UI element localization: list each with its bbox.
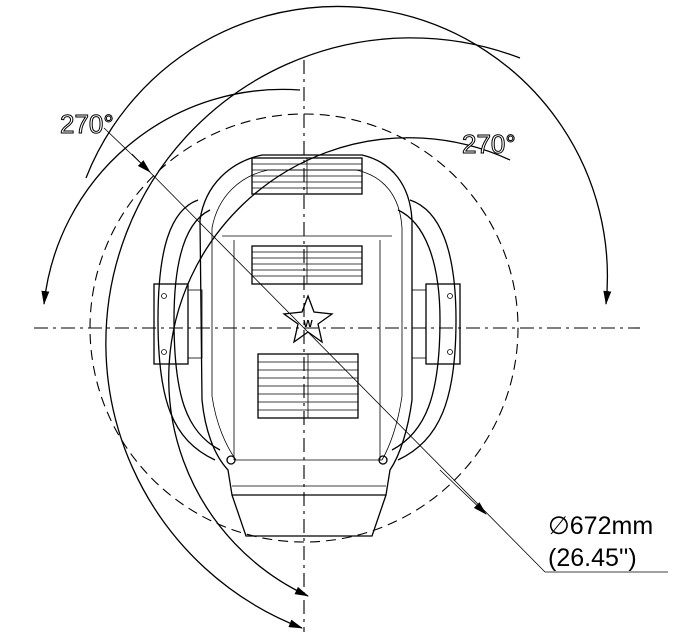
center-lines xyxy=(34,60,640,632)
logo-letter: W xyxy=(303,319,313,330)
head-inner-outline xyxy=(211,169,403,461)
rotation-circles xyxy=(89,113,519,543)
left-yoke-inner xyxy=(173,209,221,451)
rotation-arcs xyxy=(41,5,612,629)
diameter-inches-label: (26.45'') xyxy=(548,544,637,572)
right-yoke-outer xyxy=(397,199,457,461)
outer-arc-left xyxy=(105,37,521,629)
logo-star-icon xyxy=(282,294,334,344)
right-yoke-inner xyxy=(391,209,441,451)
left-yoke-outer xyxy=(157,199,216,461)
arc-to-bottom-arrow xyxy=(168,137,511,597)
arc-to-right-arrow xyxy=(85,5,612,305)
inner-dashed-circle xyxy=(89,113,519,543)
rotation-label-left: 270° xyxy=(60,109,114,139)
head-outline xyxy=(199,154,413,496)
screw-right xyxy=(378,455,388,465)
diameter-label: ∅672mm xyxy=(548,512,653,540)
arc-to-left-arrow xyxy=(41,88,301,305)
diameter-leader xyxy=(103,127,668,573)
left-clamp-inner xyxy=(187,289,203,359)
front-lens xyxy=(231,494,387,537)
diameter-line xyxy=(131,153,546,573)
leader-arrow-bottom xyxy=(439,469,487,515)
moving-head-body: W xyxy=(153,154,461,537)
right-clamp-inner xyxy=(411,289,427,359)
screw-left xyxy=(226,455,236,465)
rotation-label-right: 270° xyxy=(462,129,516,159)
